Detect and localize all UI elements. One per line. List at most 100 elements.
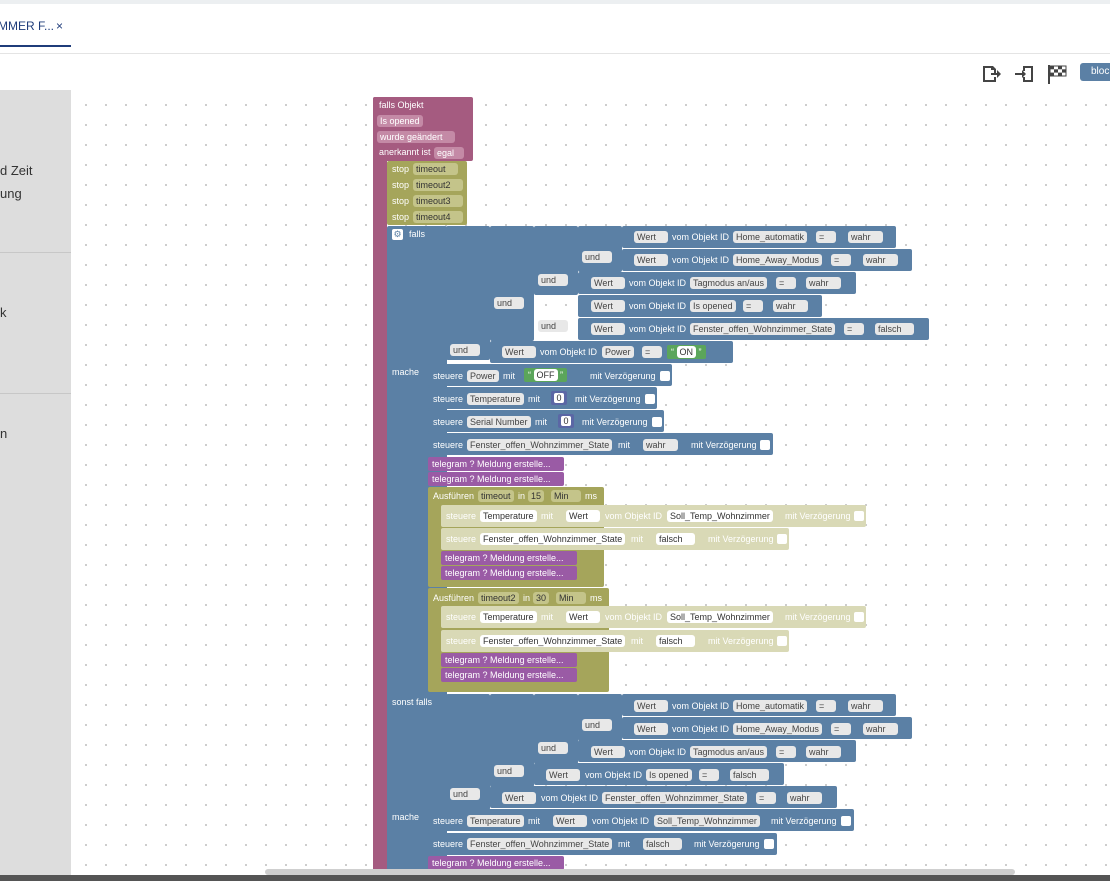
value-dropdown[interactable]: Wert xyxy=(553,815,587,827)
value-dropdown[interactable]: Wert xyxy=(502,792,536,804)
telegram-block[interactable]: telegram ? Meldung erstelle... xyxy=(441,551,577,565)
and-dropdown[interactable]: und xyxy=(538,320,569,332)
object-id-field[interactable]: Power xyxy=(602,346,634,358)
string-value[interactable]: OFF xyxy=(533,369,558,381)
string-value[interactable]: ON xyxy=(676,346,697,358)
and-block[interactable] xyxy=(578,694,622,741)
number-literal[interactable]: 0 xyxy=(558,414,574,428)
bool-dropdown[interactable]: falsch xyxy=(875,323,914,335)
and-dropdown[interactable]: und xyxy=(494,297,525,309)
operator-dropdown[interactable]: = xyxy=(831,254,852,266)
and-dropdown[interactable]: und xyxy=(450,788,481,800)
object-id-field[interactable]: Home_Away_Modus xyxy=(733,254,822,266)
delay-checkbox[interactable] xyxy=(652,417,662,427)
bool-dropdown[interactable]: wahr xyxy=(806,277,841,289)
horizontal-scrollbar[interactable] xyxy=(265,869,1015,875)
object-id-field[interactable]: Soll_Temp_Wohnzimmer xyxy=(667,611,773,623)
value-dropdown[interactable]: Wert xyxy=(591,323,625,335)
string-literal[interactable]: “ OFF ” xyxy=(524,368,568,382)
telegram-block[interactable]: telegram ? Meldung erstelle... xyxy=(428,856,564,870)
telegram-block[interactable]: telegram ? Meldung erstelle... xyxy=(441,566,577,580)
delay-checkbox[interactable] xyxy=(854,612,864,622)
object-id-field[interactable]: Fenster_offen_Wohnzimmer_State xyxy=(480,635,626,647)
and-dropdown[interactable]: und xyxy=(494,765,525,777)
stop-timer-dropdown[interactable]: timeout2 xyxy=(413,179,463,191)
operator-dropdown[interactable]: = xyxy=(831,723,852,735)
and-dropdown[interactable]: und xyxy=(538,274,569,286)
delay-checkbox[interactable] xyxy=(854,511,864,521)
object-id-field[interactable]: Fenster_offen_Wohnzimmer_State xyxy=(690,323,836,335)
stop-timer-dropdown[interactable]: timeout3 xyxy=(413,195,463,207)
timer-amount-field[interactable]: 30 xyxy=(533,592,550,604)
object-id-field[interactable]: Temperature xyxy=(480,510,537,522)
operator-dropdown[interactable]: = xyxy=(844,323,865,335)
timer-name-field[interactable]: timeout xyxy=(478,490,514,502)
operator-dropdown[interactable]: = xyxy=(776,277,797,289)
close-icon[interactable]: × xyxy=(55,19,63,33)
timer-name-field[interactable]: timeout2 xyxy=(478,592,519,604)
value-dropdown[interactable]: Wert xyxy=(591,277,625,289)
bool-dropdown[interactable]: wahr xyxy=(787,792,822,804)
operator-dropdown[interactable]: = xyxy=(816,231,837,243)
object-id-field[interactable]: Temperature xyxy=(467,393,524,405)
export-icon[interactable] xyxy=(980,63,1002,85)
object-id-field[interactable]: Power xyxy=(467,370,499,382)
object-id-field[interactable]: Fenster_offen_Wohnzimmer_State xyxy=(480,533,626,545)
and-dropdown[interactable]: und xyxy=(538,742,569,754)
delay-checkbox[interactable] xyxy=(841,816,851,826)
value-dropdown[interactable]: Wert xyxy=(566,611,600,623)
object-id-field[interactable]: Fenster_offen_Wohnzimmer_State xyxy=(602,792,748,804)
delay-checkbox[interactable] xyxy=(764,839,774,849)
value-dropdown[interactable]: Wert xyxy=(634,254,668,266)
operator-dropdown[interactable]: = xyxy=(816,700,837,712)
and-block[interactable] xyxy=(446,226,490,360)
bool-dropdown[interactable]: wahr xyxy=(863,723,898,735)
operator-dropdown[interactable]: = xyxy=(756,792,777,804)
delay-checkbox[interactable] xyxy=(777,636,787,646)
timer-unit-dropdown[interactable]: Min xyxy=(556,592,586,604)
sidebar-item-zeit[interactable]: d Zeit xyxy=(0,163,33,178)
bool-dropdown[interactable]: wahr xyxy=(848,700,883,712)
timer-unit-dropdown[interactable]: Min xyxy=(551,490,581,502)
trigger-change-dropdown[interactable]: wurde geändert xyxy=(377,131,455,143)
object-id-field[interactable]: Is opened xyxy=(646,769,692,781)
object-id-field[interactable]: Tagmodus an/aus xyxy=(690,277,768,289)
bool-dropdown[interactable]: wahr xyxy=(863,254,898,266)
telegram-block[interactable]: telegram ? Meldung erstelle... xyxy=(441,653,577,667)
object-id-field[interactable]: Tagmodus an/aus xyxy=(690,746,768,758)
bool-dropdown[interactable]: falsch xyxy=(730,769,769,781)
delay-checkbox[interactable] xyxy=(660,371,670,381)
timer-amount-field[interactable]: 15 xyxy=(528,490,545,502)
and-block[interactable] xyxy=(578,226,622,272)
telegram-block[interactable]: telegram ? Meldung erstelle... xyxy=(428,457,564,471)
object-id-field[interactable]: Soll_Temp_Wohnzimmer xyxy=(667,510,773,522)
bool-dropdown[interactable]: wahr xyxy=(848,231,883,243)
and-block[interactable] xyxy=(490,226,534,341)
import-icon[interactable] xyxy=(1014,63,1036,85)
operator-dropdown[interactable]: = xyxy=(699,769,720,781)
object-id-field[interactable]: Serial Number xyxy=(467,416,531,428)
value-dropdown[interactable]: Wert xyxy=(546,769,580,781)
bool-dropdown[interactable]: falsch xyxy=(643,838,682,850)
bool-dropdown[interactable]: wahr xyxy=(643,439,678,451)
object-id-field[interactable]: Fenster_offen_Wohnzimmer_State xyxy=(467,439,613,451)
object-id-field[interactable]: Home_automatik xyxy=(733,700,808,712)
number-literal[interactable]: 0 xyxy=(551,391,567,405)
number-value[interactable]: 0 xyxy=(561,416,571,426)
bool-dropdown[interactable]: wahr xyxy=(773,300,808,312)
object-id-field[interactable]: Is opened xyxy=(690,300,736,312)
sidebar-item-k[interactable]: k xyxy=(0,305,7,320)
value-dropdown[interactable]: Wert xyxy=(634,231,668,243)
tab-script[interactable]: MMER F... × xyxy=(0,4,71,47)
value-dropdown[interactable]: Wert xyxy=(634,723,668,735)
value-dropdown[interactable]: Wert xyxy=(591,300,625,312)
bool-dropdown[interactable]: falsch xyxy=(656,533,695,545)
stop-timer-dropdown[interactable]: timeout4 xyxy=(413,211,463,223)
blocks-button[interactable]: bloc xyxy=(1080,63,1110,81)
and-dropdown[interactable]: und xyxy=(450,344,481,356)
string-literal[interactable]: “ ON ” xyxy=(667,345,706,359)
bool-dropdown[interactable]: falsch xyxy=(656,635,695,647)
telegram-block[interactable]: telegram ? Meldung erstelle... xyxy=(428,472,564,486)
value-dropdown[interactable]: Wert xyxy=(502,346,536,358)
telegram-block[interactable]: telegram ? Meldung erstelle... xyxy=(441,668,577,682)
